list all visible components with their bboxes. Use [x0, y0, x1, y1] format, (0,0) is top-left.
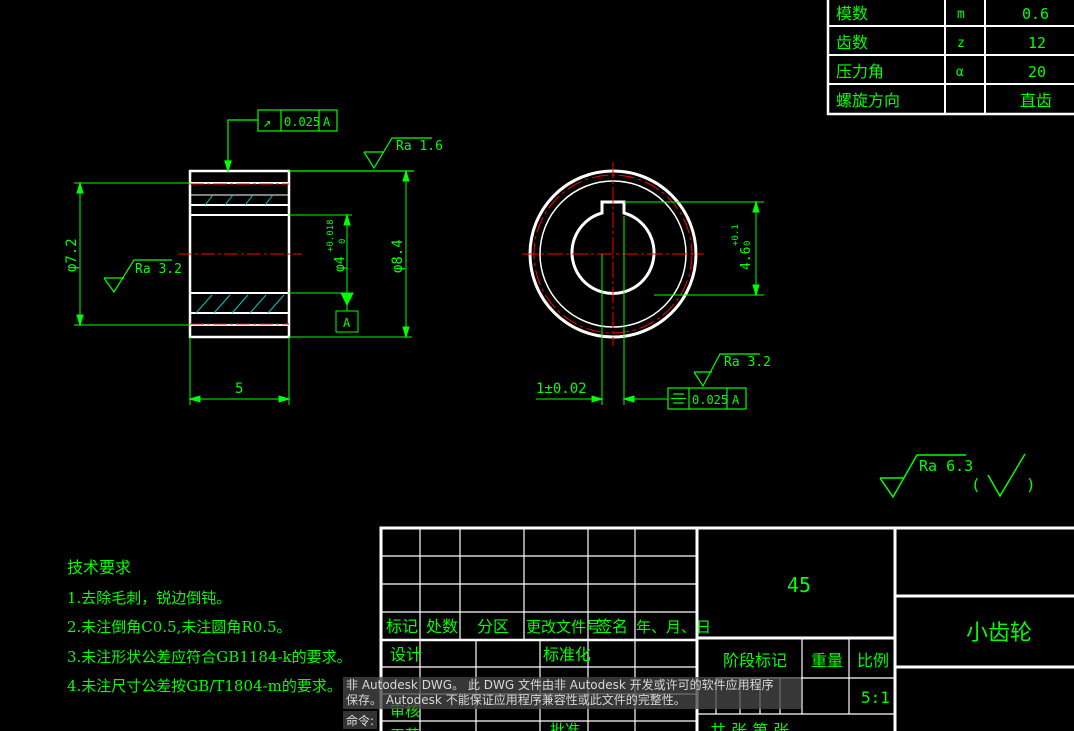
bracket-left: (: [971, 475, 981, 494]
param-name: 齿数: [836, 33, 868, 52]
label-stage-mark: 阶段标记: [723, 651, 787, 670]
technical-requirements: 技术要求 1.去除毛刺，锐边倒钝。 2.未注倒角C0.5,未注圆角R0.5。 3…: [67, 558, 352, 695]
header-date: 年、月、日: [636, 618, 711, 636]
runout-symbol: ↗: [263, 115, 271, 131]
non-autodesk-dwg-notice: 非 Autodesk DWG。 此 DWG 文件由非 Autodesk 开发或许…: [343, 677, 801, 709]
tech-req-item: 2.未注倒角C0.5,未注圆角R0.5。: [67, 618, 292, 636]
front-center-lines: [522, 162, 704, 346]
roughness-keyway-text: Ra 3.2: [724, 355, 771, 370]
label-craft: 工艺: [390, 726, 420, 731]
header-signature: 签名: [596, 617, 628, 636]
param-name: 模数: [836, 4, 868, 23]
param-symbol: z: [957, 36, 965, 51]
scale-value: 5:1: [861, 688, 890, 707]
symmetry-datum-text: A: [732, 393, 740, 407]
header-zone: 分区: [477, 617, 509, 636]
label-sheet: 共 张 第 张: [710, 721, 789, 731]
runout-datum-text: A: [323, 115, 331, 129]
header-count: 处数: [426, 617, 458, 636]
header-mark: 标记: [386, 617, 418, 636]
roughness-top-symbol: [289, 137, 432, 172]
general-roughness: Ra 6.3 ( ): [879, 453, 1036, 499]
side-center-lines: [178, 183, 302, 325]
tech-req-item: 3.未注形状公差应符合GB1184-k的要求。: [67, 648, 352, 666]
gear-parameter-table: 模数 m 0.6 齿数 z 12 压力角 α 20 螺旋方向 直齿: [826, 0, 1074, 116]
dim-outer-diameter-text: φ7.2: [64, 238, 80, 272]
section-hatch-top: [204, 194, 274, 206]
part-name: 小齿轮: [966, 621, 1032, 646]
header-change-doc: 更改文件号: [526, 618, 601, 636]
notice-line-2: 保存。 Autodesk 不能保证应用程序兼容性或此文件的完整性。: [346, 693, 686, 707]
label-scale: 比例: [857, 651, 889, 670]
roughness-general-symbol: [879, 453, 1026, 499]
dim-outer-diameter: [74, 181, 190, 327]
dim-width: [188, 337, 291, 405]
bore-with-keyway: [570, 200, 656, 295]
param-value: 20: [1028, 63, 1046, 81]
tech-req-title: 技术要求: [67, 558, 131, 577]
dim-bore-tol-upper: +0.018: [326, 219, 336, 252]
param-value: 12: [1028, 34, 1046, 52]
dim-keyway-tol-upper: +0.1: [731, 224, 741, 246]
param-value: 0.6: [1022, 5, 1049, 23]
label-weight: 重量: [811, 651, 843, 670]
title-block-border: [379, 526, 1074, 731]
dim-key-width: [536, 216, 668, 405]
roughness-left-text: Ra 3.2: [135, 262, 182, 277]
tech-req-item: 4.未注尺寸公差按GB/T1804-m的要求。: [67, 677, 342, 695]
dim-tip-diameter: [289, 169, 412, 339]
runout-tolerance-frame: [224, 109, 338, 174]
param-value: 直齿: [1020, 91, 1052, 110]
param-name: 压力角: [836, 62, 884, 81]
label-design: 设计: [390, 645, 422, 664]
symmetry-tolerance-frame: [667, 387, 747, 410]
dim-width-text: 5: [235, 381, 243, 397]
command-line[interactable]: 命令:: [343, 711, 378, 729]
roughness-left-symbol: [103, 259, 172, 294]
bracket-right: ): [1026, 475, 1036, 494]
title-block: 标记 处数 分区 更改文件号 签名 年、月、日 设计 标准化 审核 批准 工艺 …: [379, 526, 1074, 731]
runout-tolerance-text: 0.025: [284, 115, 320, 129]
dim-bore-tol-lower: 0: [338, 239, 348, 244]
section-hatch-bottom: [195, 294, 285, 314]
param-name: 螺旋方向: [836, 91, 900, 110]
material-value: 45: [787, 573, 811, 597]
notice-line-1: 非 Autodesk DWG。 此 DWG 文件由非 Autodesk 开发或许…: [346, 678, 774, 692]
front-view[interactable]: 4.6 +0.1 0 1±0.02 Ra 3.2 0.025: [522, 162, 771, 410]
symmetry-tolerance-text: 0.025: [692, 393, 728, 407]
roughness-keyway-symbol: [693, 353, 760, 388]
label-approve: 批准: [550, 721, 580, 731]
param-symbol: α: [956, 65, 964, 80]
dim-keyway-tol-lower: 0: [743, 241, 753, 246]
label-standardize: 标准化: [543, 645, 591, 664]
roughness-top-text: Ra 1.6: [396, 139, 443, 154]
dim-tip-diameter-text: φ8.4: [390, 239, 406, 273]
side-view[interactable]: φ7.2 Ra 3.2 Ra 1.6 ↗ 0.025 A: [64, 109, 443, 405]
dim-keyway-depth: [624, 200, 764, 297]
dim-keyway-depth-text: 4.6: [739, 247, 754, 270]
dim-key-width-text: 1±0.02: [536, 381, 587, 397]
command-label: 命令:: [346, 714, 375, 728]
dim-bore-text: φ4: [333, 256, 348, 272]
tech-req-item: 1.去除毛刺，锐边倒钝。: [67, 589, 231, 607]
dim-bore-diameter: [289, 213, 359, 333]
param-symbol: m: [957, 7, 965, 22]
roughness-general-text: Ra 6.3: [919, 457, 973, 475]
datum-a-label: A: [343, 316, 351, 330]
